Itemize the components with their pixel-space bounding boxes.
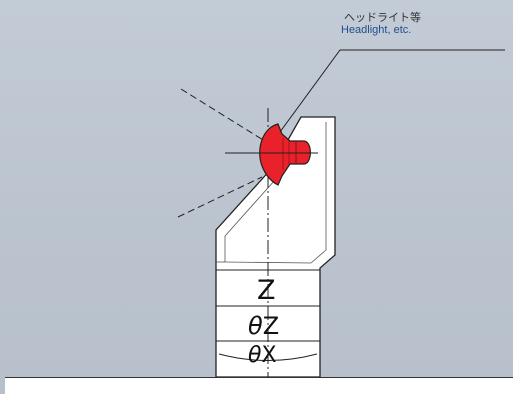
- light-cone-upper: [180, 88, 269, 144]
- axis-label-theta-z: θZ: [248, 314, 279, 338]
- callout-leader: [279, 49, 505, 133]
- axis-label-theta-x: θX: [248, 345, 277, 367]
- light-cone-lower: [177, 176, 263, 218]
- theta-x-axis: X: [261, 343, 277, 368]
- callout-label-ja: ヘッドライト等: [344, 11, 421, 24]
- floor-surface: [5, 377, 513, 395]
- theta-z-symbol: θ: [248, 312, 263, 340]
- theta-x-symbol: θ: [248, 343, 262, 368]
- callout-label-en: Headlight, etc.: [341, 24, 412, 36]
- axis-label-z: Z: [257, 275, 276, 306]
- theta-z-axis: Z: [262, 312, 280, 340]
- body-edge-lines: [310, 122, 327, 264]
